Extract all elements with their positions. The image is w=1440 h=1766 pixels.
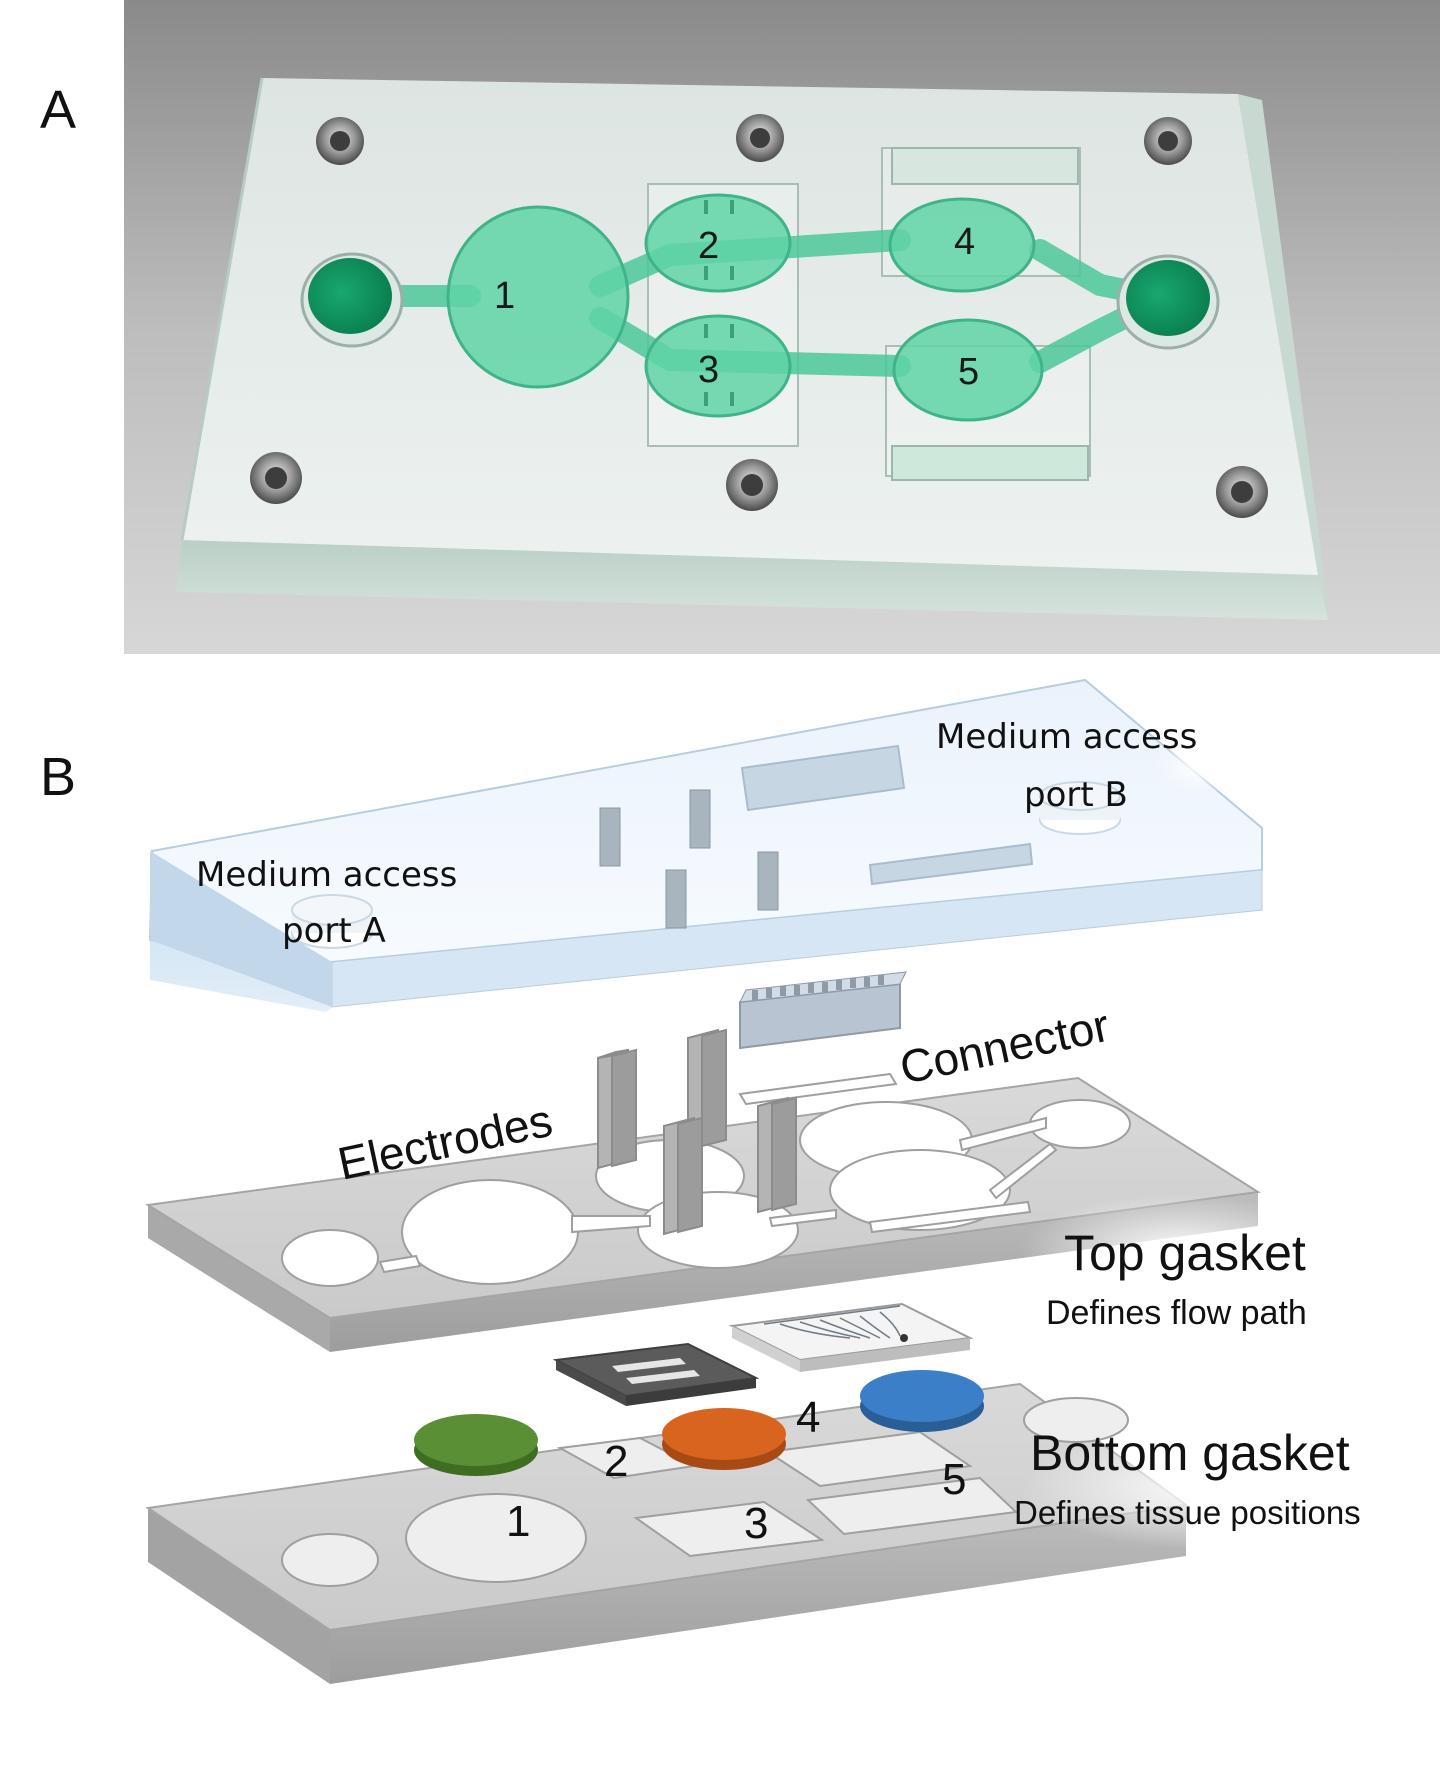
panel-label-a: A — [40, 80, 76, 140]
tissue-label-4: 4 — [796, 1393, 820, 1442]
screw-icon — [250, 114, 1268, 518]
bottom-gasket-title: Bottom gasket — [1030, 1425, 1350, 1481]
port-b-label-line2: port B — [1024, 775, 1128, 815]
connector — [739, 971, 907, 1050]
tissue-disc-blue — [860, 1370, 984, 1432]
medium-reservoir — [300, 252, 1220, 350]
tissue-label-2: 2 — [604, 1437, 628, 1486]
photo-well-label-2: 2 — [698, 225, 719, 267]
top-gasket — [145, 1028, 1261, 1352]
sensor-chip — [552, 1342, 760, 1406]
tissue-chambers — [446, 193, 1044, 422]
photo-well-label-3: 3 — [698, 349, 719, 391]
tissue-disc-orange — [662, 1408, 786, 1470]
electrode-pins — [704, 200, 734, 406]
top-gasket-subtitle: Defines flow path — [1046, 1294, 1307, 1332]
top-gasket-title: Top gasket — [1064, 1225, 1306, 1281]
tissue-label-3: 3 — [744, 1499, 768, 1548]
tissue-disc-green — [414, 1414, 538, 1476]
photo-well-label-5: 5 — [958, 351, 979, 393]
panel-label-b: B — [40, 747, 76, 807]
chip-side-edge — [1238, 94, 1330, 620]
tissue-label-5: 5 — [942, 1455, 966, 1504]
port-a-label-line1: Medium access — [196, 855, 457, 895]
top-plate — [148, 678, 1263, 1012]
electrode-array-chip — [728, 1302, 974, 1372]
chip-front-edge — [176, 540, 1328, 620]
tissue-label-1: 1 — [506, 1497, 530, 1546]
photo-well-label-4: 4 — [954, 221, 975, 263]
panel-a-photo: 1 2 3 4 5 — [124, 0, 1440, 654]
bottom-gasket — [145, 1382, 1189, 1684]
bottom-gasket-subtitle: Defines tissue positions — [1014, 1494, 1361, 1531]
port-a-label-line2: port A — [282, 911, 386, 951]
port-b-label-line1: Medium access — [936, 717, 1197, 757]
photo-well-label-1: 1 — [494, 275, 515, 317]
